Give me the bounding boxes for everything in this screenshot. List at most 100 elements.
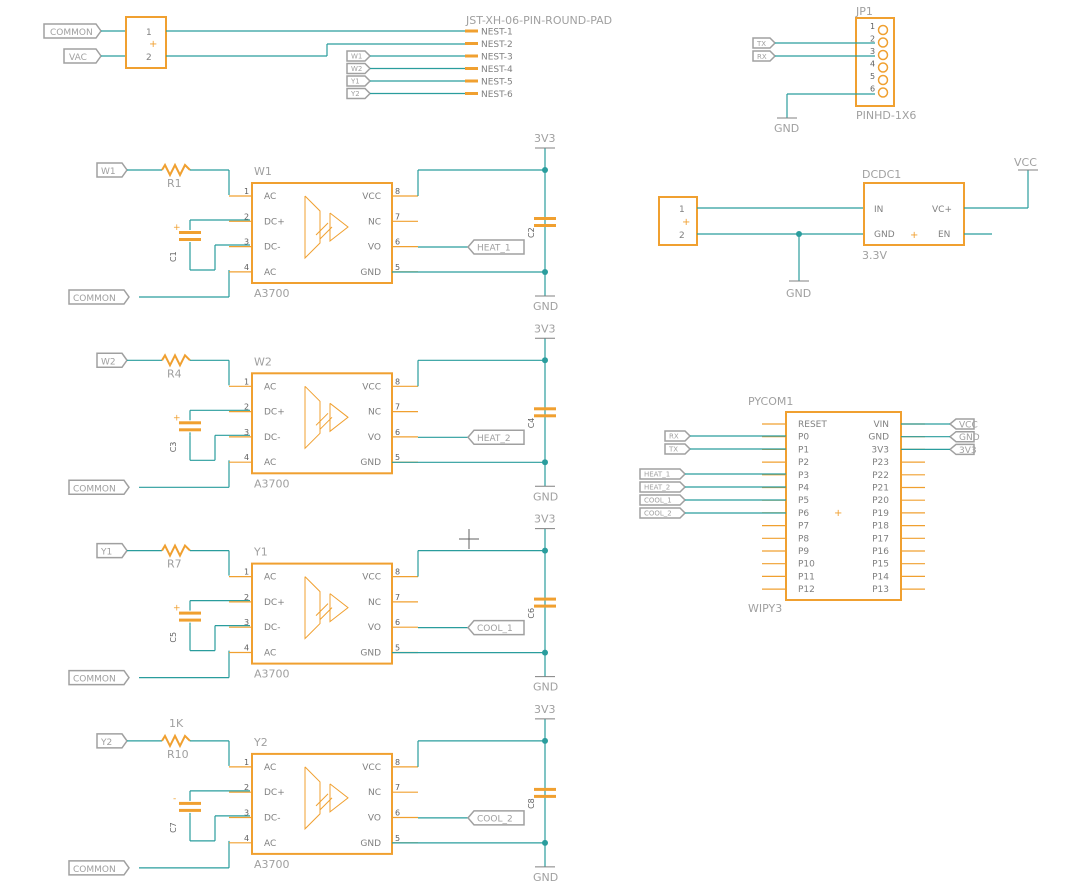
ic3-right-pin-2: NC — [368, 598, 381, 608]
ic1-left-num-2: 2 — [244, 212, 249, 221]
ic1-left-num-3: 3 — [244, 238, 249, 247]
dcdc-pin-vc: VC+ — [932, 205, 952, 215]
net-tag-common-1-text: COMMON — [73, 294, 116, 304]
svg-text:+: + — [910, 230, 918, 241]
pycom-left-pin-p5: P5 — [798, 496, 809, 506]
net-tag-top-w1-text: W1 — [351, 53, 362, 61]
ic4-left-pin-2: DC+ — [264, 788, 285, 798]
ic-value-2: A3700 — [254, 477, 290, 490]
ic2-left-num-2: 2 — [244, 403, 249, 412]
ic2-left-num-4: 4 — [244, 453, 249, 462]
dcdc-conn-pin-1: 1 — [679, 205, 685, 215]
net-tag-vac-text: VAC — [69, 53, 87, 63]
ic3-left-pin-4: AC — [264, 649, 276, 659]
connector-part-label: JST-XH-06-PIN-ROUND-PAD — [465, 14, 612, 27]
net-tag-output-3-text: COOL_1 — [477, 624, 513, 634]
pycom-right-pin-gnd: GND — [868, 433, 889, 443]
ic4-right-num-2: 7 — [395, 783, 400, 792]
nest-label-4: NEST-4 — [481, 65, 513, 75]
net-tag-input-w2: W2 — [96, 352, 128, 369]
net-tag-output-1-text: HEAT_1 — [477, 244, 511, 254]
opto-stage-2: W2R4+C3COMMONW2AC1DC+2DC-3AC4VCC8NC7VO6G… — [68, 322, 558, 503]
supply-4: 3V3 — [534, 703, 556, 716]
net-tag-pycom-right-3v3-text: 3V3 — [959, 446, 977, 456]
ic3-left-pin-3: DC- — [264, 623, 280, 633]
nest-label-2: NEST-2 — [481, 40, 513, 50]
svg-text:+: + — [173, 604, 181, 614]
nest-label-3: NEST-3 — [481, 53, 513, 63]
supply-3: 3V3 — [534, 513, 556, 526]
jp1-pin-2: 2 — [870, 35, 875, 44]
ic4-right-pin-4: GND — [360, 839, 381, 849]
ic-name-4: Y2 — [253, 736, 268, 749]
pycom-right-pin-p22: P22 — [872, 471, 889, 481]
supply-1: 3V3 — [534, 132, 556, 145]
ic1-left-pin-2: DC+ — [264, 217, 285, 227]
ic-name-1: W1 — [254, 165, 272, 178]
net-tag-input-w1-text: W1 — [101, 167, 116, 177]
net-tag-output-2: HEAT_2 — [467, 429, 525, 446]
ic3-left-num-4: 4 — [244, 644, 249, 653]
pycom-left-pin-p2: P2 — [798, 458, 809, 468]
ic2-right-num-4: 5 — [395, 453, 400, 462]
dcdc-block: 1 2 + GND DCDC1 IN GND VC+ EN + 3.3V VCC — [658, 156, 1038, 300]
ic2-left-pin-1: AC — [264, 382, 276, 392]
ic2-right-pin-3: VO — [368, 433, 381, 443]
resistor-r4: R4 — [167, 367, 182, 380]
dcdc-value: 3.3V — [862, 249, 887, 262]
svg-text:+: + — [149, 39, 157, 50]
pycom-value: WIPY3 — [748, 602, 782, 615]
ic2-left-num-1: 1 — [244, 377, 249, 386]
jp1-pin-5: 5 — [870, 72, 875, 81]
resistor-value-r10: 1K — [169, 717, 184, 730]
ic2-left-pin-4: AC — [264, 458, 276, 468]
net-tag-output-4-text: COOL_2 — [477, 814, 513, 824]
pycom-right-pin-p20: P20 — [872, 496, 889, 506]
pycom-right-pin-p16: P16 — [872, 547, 889, 557]
ic1-left-pin-1: AC — [264, 192, 276, 202]
ic3-right-pin-1: VCC — [362, 573, 381, 583]
net-tag-output-4: COOL_2 — [467, 810, 525, 826]
ic-body-4 — [251, 752, 393, 855]
net-tag-pycom-right-vcc: VCC — [948, 418, 978, 431]
pycom-left-pin-p3: P3 — [798, 471, 809, 481]
ic3-left-num-3: 3 — [244, 618, 249, 627]
dcdc-input-connector — [658, 196, 698, 246]
ic3-left-num-2: 2 — [244, 593, 249, 602]
dcdc-body — [863, 182, 965, 246]
pycom-left-pin-reset: RESET — [798, 420, 827, 430]
cap-c8: C8 — [527, 798, 536, 809]
ic-body-3 — [251, 562, 393, 665]
jp1-gnd: GND — [774, 122, 799, 135]
net-tag-top-y2: Y2 — [346, 87, 372, 100]
pycom-right-pin-p19: P19 — [872, 509, 889, 519]
pycom-right-pin-3v3: 3V3 — [871, 445, 889, 455]
gnd-2: GND — [533, 490, 558, 503]
ic1-right-pin-3: VO — [368, 243, 381, 253]
net-tag-jp1-rx — [752, 50, 777, 62]
net-tag-output-2-text: HEAT_2 — [477, 434, 511, 444]
net-tag-top-w2: W2 — [346, 62, 372, 75]
net-tag-common-top — [43, 23, 102, 39]
dcdc-conn-pin-2: 2 — [679, 231, 685, 241]
net-tag-pycom-right-vcc-text: VCC — [959, 421, 978, 431]
cap-c5: C5 — [169, 632, 178, 643]
ic4-left-pin-3: DC- — [264, 814, 280, 824]
net-tag-common-1: COMMON — [68, 289, 130, 305]
opto-stage-3: Y1R7+C5COMMONY1AC1DC+2DC-3AC4VCC8NC7VO6G… — [68, 513, 558, 694]
pycom-right-pin-p14: P14 — [872, 572, 889, 582]
svg-text:+: + — [173, 413, 181, 423]
net-tag-jp1-tx-text: TX — [756, 40, 766, 48]
resistor-r7: R7 — [167, 558, 182, 571]
cap-c2: C2 — [527, 227, 536, 238]
ic4-right-pin-3: VO — [368, 814, 381, 824]
pycom-left-pin-p4: P4 — [798, 484, 809, 494]
supply-2: 3V3 — [534, 322, 556, 335]
ic2-right-num-3: 6 — [395, 428, 400, 437]
pycom-left-pin-p7: P7 — [798, 522, 809, 532]
ic2-right-pin-2: NC — [368, 408, 381, 418]
ic1-right-num-2: 7 — [395, 212, 400, 221]
net-tag-input-w1: W1 — [96, 162, 128, 178]
net-tag-pycom-heat-2: HEAT_2 — [639, 481, 687, 493]
